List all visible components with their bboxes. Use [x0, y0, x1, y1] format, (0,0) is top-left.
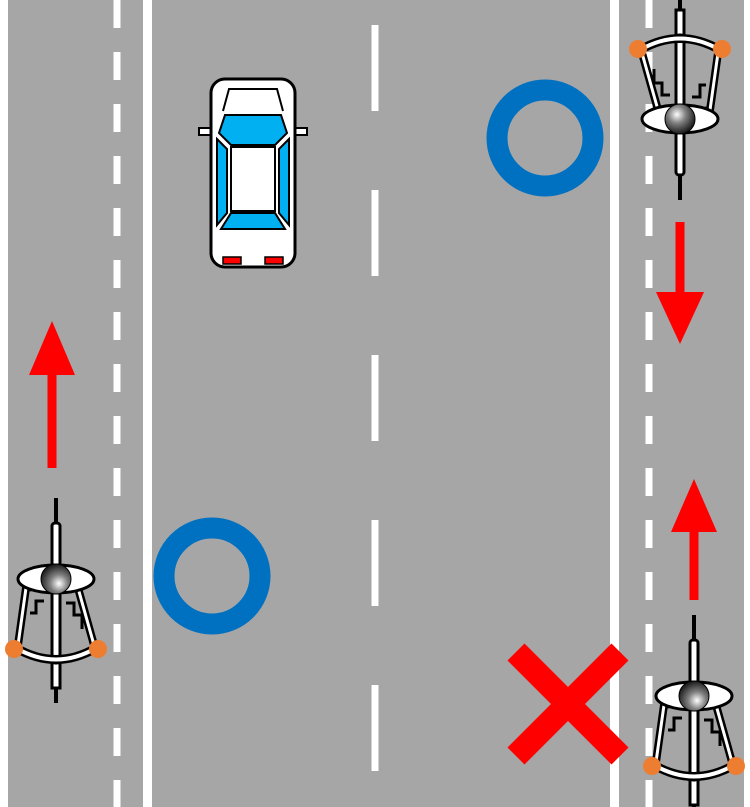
left-bicycle-lane	[8, 0, 143, 807]
arrow-up-left	[29, 321, 75, 468]
car	[198, 77, 308, 269]
ok-circle-mark-bottom	[153, 517, 271, 635]
tail-light-right	[264, 256, 284, 265]
arrow-up-right	[671, 479, 717, 600]
arrow-down-right	[656, 222, 704, 344]
right-lane-divider	[610, 0, 619, 807]
ng-cross-mark	[507, 643, 629, 765]
tail-light-left	[222, 256, 242, 265]
ok-circle-mark-top	[486, 79, 604, 197]
left-lane-divider	[143, 0, 152, 807]
